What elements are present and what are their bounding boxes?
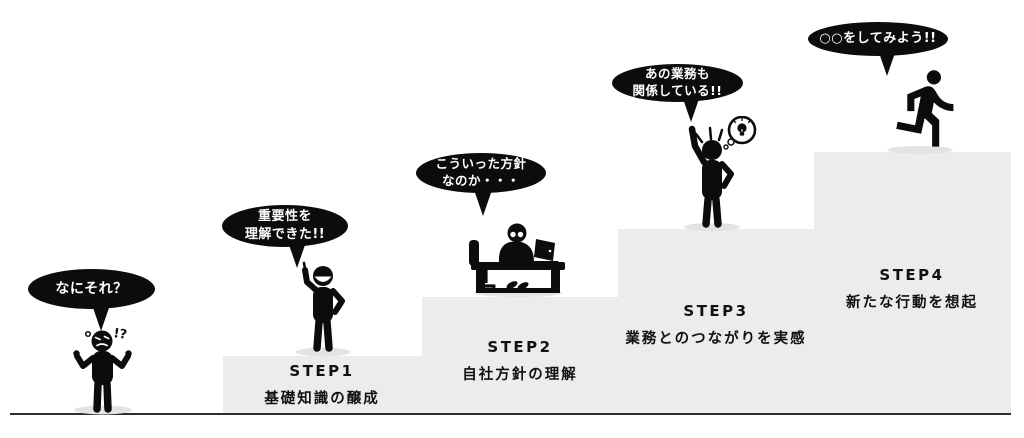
shadow-ellipse bbox=[684, 223, 740, 231]
confused-face bbox=[94, 335, 110, 347]
speech-bubble-ground: なにそれ？ bbox=[28, 269, 155, 309]
speech-bubble-step3: あの業務も 関係している!! bbox=[612, 64, 743, 102]
foot bbox=[506, 281, 518, 289]
laptop-screen bbox=[534, 239, 555, 261]
desk-top bbox=[471, 262, 565, 270]
glasses-lens bbox=[510, 231, 516, 238]
step4-caption: 新たな行動を想起 bbox=[846, 295, 978, 311]
shadow-ellipse bbox=[74, 405, 132, 415]
step4-name: STEP4 bbox=[879, 266, 945, 284]
step1-label: STEP1 基礎知識の醸成 bbox=[222, 362, 422, 408]
glasses-lens bbox=[517, 231, 524, 238]
exclamation-question-mark: !? bbox=[112, 326, 127, 343]
raising-hand-person-icon bbox=[684, 116, 757, 231]
step2-name: STEP2 bbox=[487, 338, 553, 356]
step2-label: STEP2 自社方針の理解 bbox=[420, 338, 620, 384]
surprise-marks-icon bbox=[694, 126, 724, 144]
step3-name: STEP3 bbox=[683, 302, 749, 320]
hunched-body bbox=[498, 241, 534, 262]
chair-back bbox=[469, 240, 479, 266]
step4-label: STEP4 新たな行動を想起 bbox=[812, 266, 1012, 312]
desk-crossbar bbox=[476, 288, 560, 293]
studying-at-desk-person-icon bbox=[469, 223, 565, 297]
speech-bubble-step2: こういった方針 なのか・・・ bbox=[416, 153, 546, 193]
bubble-line: 関係している!! bbox=[632, 83, 723, 98]
runner-body bbox=[896, 70, 954, 147]
shadow-ellipse bbox=[296, 347, 350, 357]
bubble-line: 理解できた!! bbox=[244, 227, 326, 242]
step3-caption: 業務とのつながりを実感 bbox=[625, 331, 807, 347]
raising-person-body bbox=[688, 125, 734, 228]
desk-scene bbox=[469, 223, 565, 293]
desk-leg-right bbox=[551, 270, 560, 293]
running-person-icon bbox=[887, 70, 954, 154]
step3-label: STEP3 業務とのつながりを実感 bbox=[606, 302, 826, 348]
foot bbox=[517, 282, 529, 290]
speech-bubble-step4: ○○をしてみよう!! bbox=[808, 22, 948, 56]
ground-line bbox=[10, 413, 1011, 415]
confused-person-icon: !? bbox=[73, 326, 132, 415]
bubble-line: あの業務も bbox=[644, 66, 710, 82]
thought-bubble-icon bbox=[723, 116, 757, 150]
speech-bubble-step1: 重要性を 理解できた!! bbox=[222, 205, 348, 247]
bubble-line: こういった方針 bbox=[435, 156, 527, 172]
step1-caption: 基礎知識の醸成 bbox=[264, 391, 380, 407]
step2-caption: 自社方針の理解 bbox=[462, 367, 578, 383]
bubble-line: ○○をしてみよう!! bbox=[819, 31, 937, 47]
bubble-line: 重要性を bbox=[257, 209, 312, 225]
laptop-logo-dot bbox=[548, 249, 552, 253]
lightbulb-icon bbox=[733, 118, 751, 136]
desk-leg-left bbox=[476, 270, 485, 293]
pointing-up-person-icon bbox=[296, 261, 350, 357]
step-block-4 bbox=[814, 152, 1011, 413]
person-head bbox=[507, 223, 527, 243]
smile-mouth bbox=[314, 276, 332, 282]
sweat-mark-icon bbox=[84, 330, 92, 338]
bubble-line: なにそれ？ bbox=[55, 280, 128, 297]
bubble-line: なのか・・・ bbox=[441, 173, 520, 188]
step1-name: STEP1 bbox=[289, 362, 355, 380]
pointing-person-body bbox=[302, 261, 345, 352]
shadow-ellipse bbox=[887, 146, 953, 154]
